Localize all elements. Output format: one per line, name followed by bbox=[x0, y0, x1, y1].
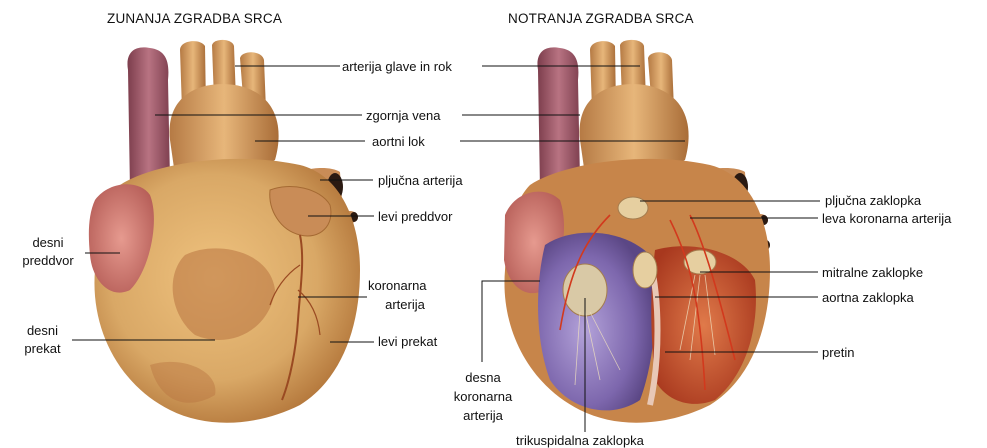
label-desna-koronarna-line3: arterija bbox=[445, 408, 521, 423]
exterior-title: ZUNANJA ZGRADBA SRCA bbox=[107, 11, 282, 26]
label-zgornja-vena: zgornja vena bbox=[366, 108, 440, 123]
label-desna-koronarna-line2: koronarna bbox=[445, 389, 521, 404]
label-desni-preddvor-line2: preddvor bbox=[12, 253, 84, 268]
label-koronarna-arterija-line2: arterija bbox=[368, 297, 442, 312]
exterior-heart-illustration bbox=[89, 40, 360, 423]
aortic-valve-shape bbox=[633, 252, 657, 288]
label-koronarna-arterija-line1: koronarna bbox=[368, 278, 427, 293]
label-aortna-zaklopka: aortna zaklopka bbox=[822, 290, 914, 305]
label-pljucna-arterija: pljučna arterija bbox=[378, 173, 463, 188]
label-aortni-lok: aortni lok bbox=[372, 134, 425, 149]
label-levi-preddvor: levi preddvor bbox=[378, 209, 452, 224]
interior-title: NOTRANJA ZGRADBA SRCA bbox=[508, 11, 694, 26]
label-desni-prekat-line1: desni bbox=[15, 323, 70, 338]
label-pljucna-zaklopka: pljučna zaklopka bbox=[825, 193, 921, 208]
label-pretin: pretin bbox=[822, 345, 855, 360]
label-desna-koronarna-line1: desna bbox=[445, 370, 521, 385]
label-leva-koronarna-arterija: leva koronarna arterija bbox=[822, 211, 951, 226]
label-trikuspidalna-zaklopka: trikuspidalna zaklopka bbox=[516, 433, 644, 448]
label-mitralne-zaklopke: mitralne zaklopke bbox=[822, 265, 923, 280]
label-desni-prekat-line2: prekat bbox=[15, 341, 70, 356]
label-arterija-glave-in-rok: arterija glave in rok bbox=[342, 59, 452, 74]
label-levi-prekat: levi prekat bbox=[378, 334, 437, 349]
pulmonary-valve-shape bbox=[618, 197, 648, 219]
label-desni-preddvor-line1: desni bbox=[18, 235, 78, 250]
interior-heart-illustration bbox=[504, 40, 770, 423]
